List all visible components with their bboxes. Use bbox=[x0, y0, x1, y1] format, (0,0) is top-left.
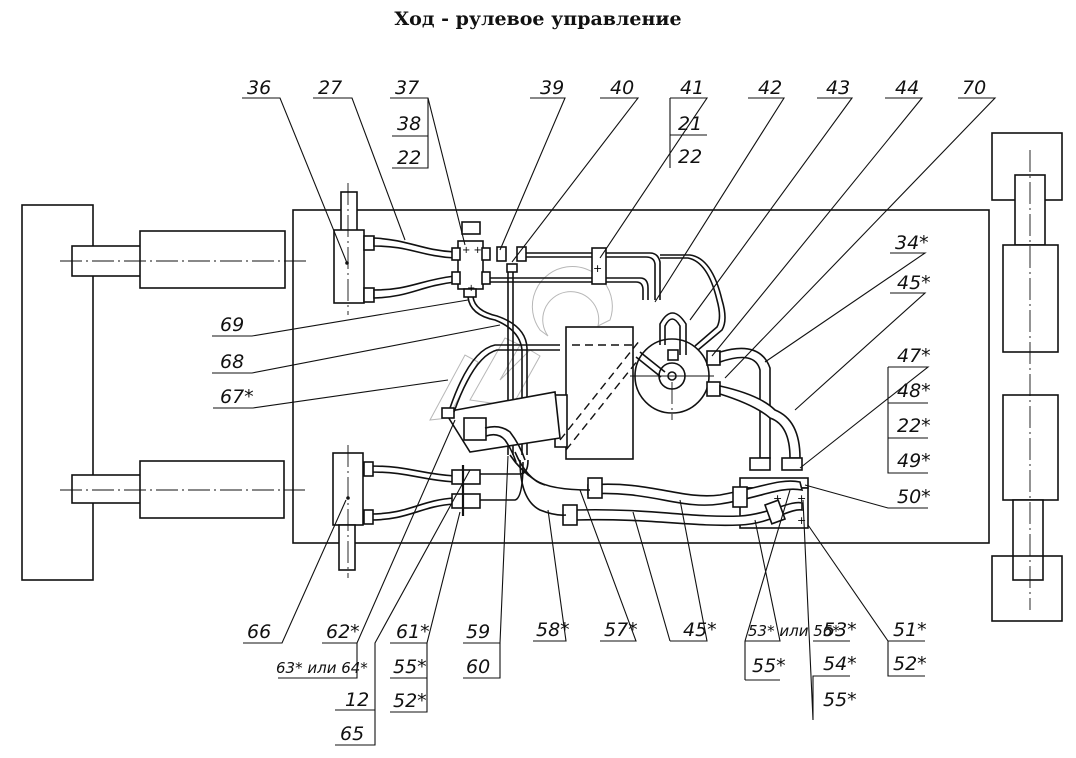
callout-labels: 36 27 37 38 22 39 40 41 21 22 42 43 44 7… bbox=[220, 77, 986, 745]
upper-steering-cylinder bbox=[139, 230, 286, 289]
lower-distributor-block bbox=[332, 445, 364, 578]
callout-44: 44 bbox=[895, 77, 919, 99]
callout-22-right: 22* bbox=[897, 415, 931, 437]
valve-block-37: + + + bbox=[451, 221, 491, 298]
machine-frame bbox=[292, 209, 990, 544]
callout-21: 21 bbox=[678, 113, 702, 135]
steering-unit bbox=[441, 344, 561, 463]
callout-45-right: 45* bbox=[897, 272, 931, 294]
callout-47: 47* bbox=[897, 345, 931, 367]
lower-hoses bbox=[363, 451, 804, 527]
svg-text:+: + bbox=[467, 283, 475, 294]
callout-37: 37 bbox=[395, 77, 419, 99]
svg-text:+: + bbox=[593, 262, 602, 275]
callout-58: 58* bbox=[536, 619, 570, 641]
callout-27: 27 bbox=[318, 77, 342, 99]
callout-52-left: 52* bbox=[393, 690, 427, 712]
left-axle-assembly bbox=[21, 204, 310, 581]
callout-43: 43 bbox=[826, 77, 850, 99]
callout-40: 40 bbox=[610, 77, 634, 99]
diagram-title: Ход - рулевое управление bbox=[394, 8, 682, 30]
callout-48: 48* bbox=[897, 380, 931, 402]
upper-distributor-block bbox=[333, 183, 365, 315]
leader-lines bbox=[212, 97, 997, 746]
callout-70: 70 bbox=[962, 77, 986, 99]
hydraulic-pump bbox=[630, 312, 721, 420]
hydraulic-tank bbox=[554, 326, 647, 460]
svg-text:+ +: + + bbox=[462, 245, 482, 256]
callout-54: 54* bbox=[823, 653, 857, 675]
lower-cylinder-rod bbox=[71, 474, 143, 504]
callout-65: 65 bbox=[340, 723, 364, 745]
callout-68: 68 bbox=[220, 351, 244, 373]
callout-61: 61* bbox=[396, 621, 430, 643]
right-lower-axle-shaft bbox=[1012, 499, 1044, 581]
callout-55-mid: 55* bbox=[752, 655, 786, 677]
upper-hoses bbox=[363, 235, 456, 303]
callout-67: 67* bbox=[220, 386, 254, 408]
callout-42: 42 bbox=[758, 77, 782, 99]
callout-34: 34* bbox=[895, 232, 929, 254]
right-hoses bbox=[719, 347, 803, 471]
right-lower-hub bbox=[1002, 394, 1059, 501]
callout-39: 39 bbox=[540, 77, 564, 99]
callout-38: 38 bbox=[397, 113, 421, 135]
right-lower-wheel bbox=[991, 555, 1063, 622]
callout-55-left: 55* bbox=[393, 656, 427, 678]
callout-53-or-56: 53* или 56* bbox=[748, 622, 840, 640]
callout-22-top-left: 22 bbox=[397, 147, 421, 169]
fittings-39-40 bbox=[496, 246, 527, 273]
callout-51: 51* bbox=[893, 619, 927, 641]
callout-49: 49* bbox=[897, 450, 931, 472]
svg-text:+: + bbox=[797, 514, 806, 527]
callout-62: 62* bbox=[326, 621, 360, 643]
lower-steering-cylinder bbox=[139, 460, 285, 519]
svg-text:+: + bbox=[797, 492, 806, 505]
callout-45-bottom: 45* bbox=[683, 619, 717, 641]
callout-41: 41 bbox=[680, 77, 704, 99]
callout-22-top-mid: 22 bbox=[678, 146, 702, 168]
callout-57: 57* bbox=[604, 619, 638, 641]
callout-63-or-64: 63* или 64* bbox=[276, 659, 368, 677]
callout-66: 66 bbox=[247, 621, 271, 643]
callout-69: 69 bbox=[220, 314, 244, 336]
callout-55-right: 55* bbox=[823, 689, 857, 711]
callout-60: 60 bbox=[466, 656, 490, 678]
callout-50: 50* bbox=[897, 486, 931, 508]
callout-53: 53* bbox=[823, 619, 857, 641]
right-upper-hub bbox=[1002, 244, 1059, 353]
callout-36: 36 bbox=[247, 77, 271, 99]
upper-pipelines: + bbox=[467, 247, 726, 455]
svg-text:+: + bbox=[773, 492, 782, 505]
left-axle-beam bbox=[21, 204, 94, 581]
callout-59: 59 bbox=[466, 621, 490, 643]
callout-12: 12 bbox=[345, 689, 369, 711]
callout-52-right: 52* bbox=[893, 653, 927, 675]
right-axle-assembly bbox=[991, 132, 1063, 622]
